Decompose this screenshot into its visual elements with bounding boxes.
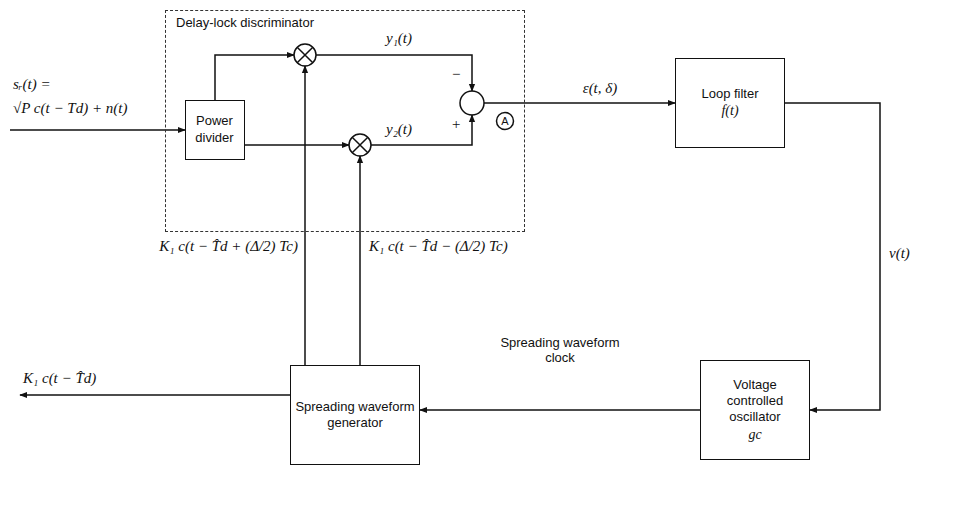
signal-expression: K₁ c(t − T̂d − (Δ/2) Tc): [368, 238, 509, 255]
summing-junction: [460, 91, 484, 115]
multiplier-symbol: [349, 134, 371, 156]
upper-mixer-output: [316, 55, 472, 91]
node-title: Delay-lock discriminator: [176, 15, 314, 31]
signal-expression: √P c(t − Td) + n(t): [12, 100, 128, 117]
signal-name: sᵣ(t) =: [12, 76, 52, 93]
signal-name: y₂(t): [385, 121, 413, 138]
process-box: Voltage controlled oscillatorgc: [700, 360, 810, 460]
multiplier-symbol: [294, 44, 316, 66]
summer-output: [484, 102, 525, 104]
signal-expression: K₁ c(t − T̂d): [22, 370, 97, 387]
divider-to-upper-mixer: [215, 55, 294, 100]
node-title: Loop filter: [701, 86, 758, 102]
connector-label: Spreading waveform clock: [489, 335, 631, 366]
process-box: Loop filterf(t): [675, 58, 785, 148]
test-point-circle: [497, 113, 514, 130]
early-reference-wire: [304, 66, 306, 365]
connector-label: v(t): [888, 245, 911, 262]
reference-output-wire: [20, 394, 290, 396]
connector-label: ε(t, δ): [582, 80, 619, 97]
node-title: Power divider: [190, 113, 240, 146]
test-point-label: A: [500, 115, 509, 128]
sign-symbol: −: [450, 66, 462, 83]
node-title: Voltage controlled oscillator: [705, 377, 805, 426]
divider-to-lower-mixer: [245, 144, 349, 146]
sign-symbol: +: [450, 116, 462, 133]
signal-connector: [525, 102, 675, 104]
process-box: Power divider: [185, 100, 245, 160]
input-wire: [10, 129, 185, 131]
process-box: Spreading waveform generator: [290, 365, 420, 465]
discriminator-group: Delay-lock discriminatorPower divider: [165, 10, 525, 232]
signal-name: y₁(t): [385, 30, 413, 47]
multiplier-cross: [352, 137, 368, 153]
signal-expression: K₁ c(t − T̂d + (Δ/2) Tc): [158, 238, 299, 255]
node-subtext: gc: [748, 426, 761, 444]
multiplier-cross: [297, 47, 313, 63]
lower-mixer-output: [371, 115, 472, 145]
late-reference-wire: [359, 156, 361, 365]
node-title: Spreading waveform generator: [295, 399, 415, 432]
signal-connector: [420, 409, 700, 411]
node-subtext: f(t): [721, 102, 738, 120]
